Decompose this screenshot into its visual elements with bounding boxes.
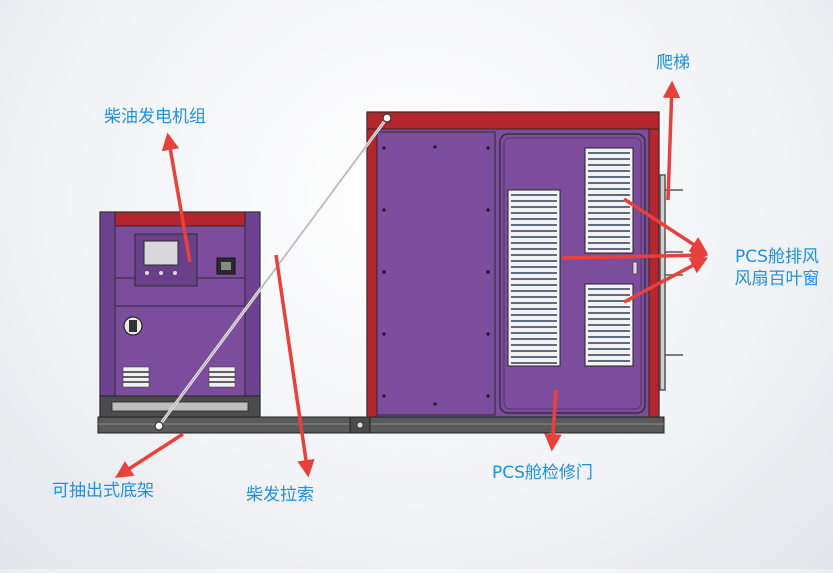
label-exhaust-louver-line2: 风扇百叶窗 [734,269,820,289]
base-frame [97,416,665,434]
label-exhaust-louver-line1: PCS舱排风 [735,247,819,267]
label-exhaust-louver: PCS舱排风 风扇百叶窗 [722,246,832,290]
label-stay-cable: 柴发拉索 [246,485,314,505]
label-slide-out-base: 可抽出式底架 [52,481,154,501]
genset-unit [99,211,261,418]
callout-arrows [115,80,709,478]
pcs-cabin [366,111,683,418]
label-ladder: 爬梯 [656,53,690,73]
stay-cable [154,113,392,431]
label-genset: 柴油发电机组 [104,107,206,127]
label-maintenance-door: PCS舱检修门 [492,463,593,483]
